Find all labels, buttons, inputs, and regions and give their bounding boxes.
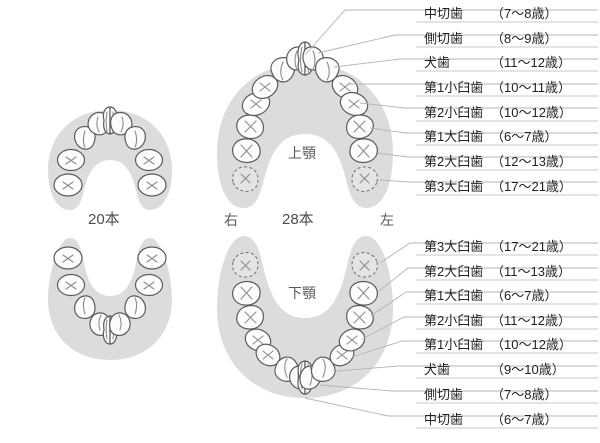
label-name: 第3大臼歯 (424, 179, 484, 194)
leader-lower-2 (378, 267, 598, 292)
label-name: 第2大臼歯 (424, 154, 484, 169)
label-age: （10〜11歳） (491, 80, 571, 95)
label-row-upper-4[interactable]: 第1小臼歯 （10〜11歳） (416, 74, 598, 99)
right-side-caption: 右 (224, 212, 238, 228)
primary-upper-teeth (53, 106, 167, 197)
permanent-count-caption: 28本 (282, 211, 314, 228)
leader-lower-5 (351, 340, 598, 358)
label-name: 第1小臼歯 (424, 337, 484, 352)
label-age: （8〜9歳） (491, 31, 558, 46)
primary-count-caption: 20本 (88, 211, 120, 228)
label-name: 第2小臼歯 (424, 105, 484, 120)
label-age: （6〜7歳） (491, 129, 558, 144)
label-row-lower-3[interactable]: 第1大臼歯 （6〜7歳） (416, 282, 598, 307)
primary-lower-teeth (53, 246, 167, 345)
label-age: （12〜13歳） (491, 154, 572, 169)
permanent-tooth-upper-l-canine (314, 57, 340, 83)
leader-lower-1 (379, 242, 598, 264)
primary-tooth-upper-l-lateral (110, 111, 133, 136)
upper-jaw-caption: 上顎 (288, 145, 316, 161)
label-name: 犬歯 (424, 55, 451, 70)
label-row-lower-4[interactable]: 第2小臼歯 （11〜12歳） (416, 307, 598, 332)
leader-lower-4 (361, 316, 598, 340)
leader-lower-3 (370, 291, 598, 317)
label-row-upper-5[interactable]: 第2小臼歯 （10〜12歳） (416, 99, 598, 124)
upper-leader-lines (304, 9, 598, 183)
label-row-upper-6[interactable]: 第1大臼歯 （6〜7歳） (416, 123, 598, 148)
label-name: 第1大臼歯 (424, 129, 484, 144)
label-age: （11〜12歳） (491, 313, 571, 328)
primary-lower-gum (48, 238, 172, 360)
leader-upper-1 (304, 9, 598, 56)
primary-tooth-lower-l-canine (124, 295, 146, 319)
label-row-lower-5[interactable]: 第1小臼歯 （10〜12歳） (416, 331, 598, 356)
permanent-dentition-group (217, 41, 393, 398)
label-row-lower-8[interactable]: 中切歯 （6〜7歳） (416, 406, 598, 431)
lower-leader-lines (304, 242, 598, 417)
leader-lower-7 (319, 384, 598, 392)
label-name: 中切歯 (424, 412, 464, 427)
label-row-lower-2[interactable]: 第2大臼歯 （11〜13歳） (416, 258, 598, 283)
leader-upper-7 (377, 152, 598, 158)
leader-lower-6 (336, 365, 598, 372)
primary-tooth-lower-l-lateral (109, 312, 131, 336)
label-row-upper-3[interactable]: 犬歯 （11〜12歳） (416, 49, 598, 74)
label-row-upper-2[interactable]: 側切歯 （8〜9歳） (416, 25, 598, 50)
label-row-upper-7[interactable]: 第2大臼歯 （12〜13歳） (416, 148, 598, 173)
label-age: （17〜21歳） (491, 179, 572, 194)
label-age: （9〜10歳） (491, 362, 565, 377)
label-row-upper-1[interactable]: 中切歯 （7〜8歳） (416, 0, 598, 25)
permanent-tooth-lower-l-canine (310, 356, 336, 382)
label-age: （10〜12歳） (491, 337, 572, 352)
label-name: 第3大臼歯 (424, 239, 484, 254)
label-age: （17〜21歳） (491, 239, 572, 254)
label-age: （6〜7歳） (491, 288, 558, 303)
leader-upper-2 (317, 34, 598, 54)
label-name: 犬歯 (424, 362, 451, 377)
label-row-lower-6[interactable]: 犬歯 （9〜10歳） (416, 356, 598, 381)
primary-dentition-group (48, 106, 172, 360)
label-age: （10〜12歳） (491, 105, 572, 120)
label-row-lower-7[interactable]: 側切歯 （7〜8歳） (416, 381, 598, 406)
label-name: 側切歯 (424, 31, 464, 46)
label-name: 第2小臼歯 (424, 313, 484, 328)
primary-tooth-lower-r-canine (74, 295, 96, 319)
leader-upper-8 (379, 179, 598, 183)
label-age: （11〜12歳） (491, 55, 571, 70)
left-side-caption: 左 (380, 212, 394, 228)
label-name: 第2大臼歯 (424, 264, 484, 279)
permanent-lower-teeth (232, 252, 378, 395)
lower-jaw-caption: 下顎 (288, 285, 316, 301)
label-name: 中切歯 (424, 6, 464, 21)
label-row-underlines (416, 21, 598, 429)
label-age: （6〜7歳） (491, 412, 558, 427)
leader-lower-8 (304, 397, 598, 417)
primary-tooth-upper-l-canine (124, 126, 146, 150)
label-age: （7〜8歳） (491, 387, 558, 402)
label-name: 第1小臼歯 (424, 80, 484, 95)
label-name: 側切歯 (424, 387, 464, 402)
label-row-upper-8[interactable]: 第3大臼歯 （17〜21歳） (416, 173, 598, 198)
label-age: （11〜13歳） (491, 264, 571, 279)
leader-upper-3 (333, 58, 598, 68)
label-row-lower-1[interactable]: 第3大臼歯 （17〜21歳） (416, 233, 598, 258)
label-name: 第1大臼歯 (424, 288, 484, 303)
leader-upper-6 (369, 127, 598, 134)
leader-upper-5 (359, 102, 598, 109)
label-age: （7〜8歳） (491, 6, 558, 21)
